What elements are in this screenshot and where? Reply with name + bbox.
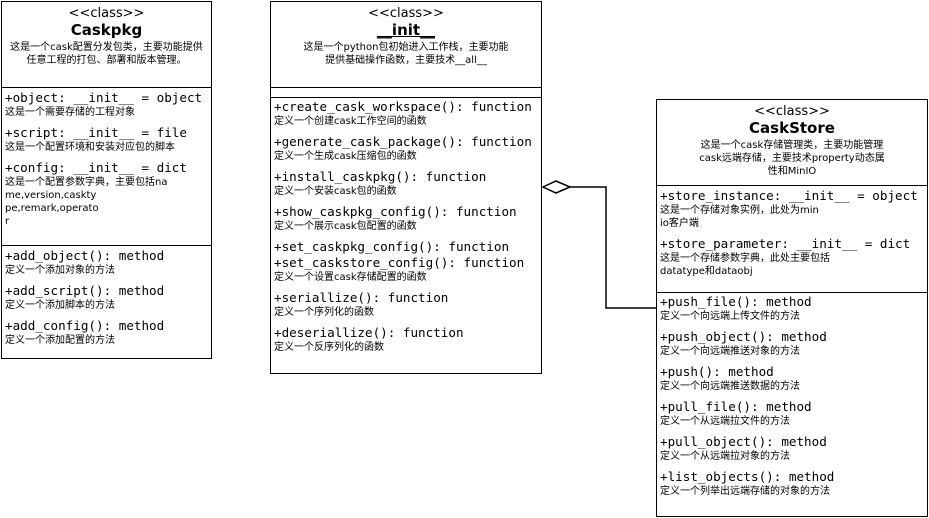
method-item[interactable]: +install_caskpkg(): function 定义一个安装cask包…	[274, 169, 538, 198]
method-description: 定义一个从远端拉对象的方法	[660, 451, 790, 462]
method-item[interactable]: +push_object(): method 定义一个向远端推送对象的方法	[660, 329, 924, 358]
attribute-description: 这是一个配置环境和安装对应包的脚本	[5, 142, 175, 153]
method-description: 定义一个创建cask工作空间的函数	[274, 116, 427, 127]
method-item[interactable]: +show_caskpkg_config(): function 定义一个展示c…	[274, 204, 538, 233]
method-item[interactable]: +push(): method 定义一个向远端推送数据的方法	[660, 364, 924, 393]
method-item[interactable]: +create_cask_workspace(): function 定义一个创…	[274, 99, 538, 128]
method-item[interactable]: +push_file(): method 定义一个向远端上传文件的方法	[660, 294, 924, 323]
method-description: 定义一个向远端推送数据的方法	[660, 381, 800, 392]
method-description: 定义一个添加配置的方法	[5, 335, 115, 346]
method-description: 定义一个列举出远端存储的对象的方法	[660, 486, 830, 497]
class-header: <<class>> Caskpkg 这是一个cask配置分发包类，主要功能提供任…	[2, 2, 211, 88]
attribute-item[interactable]: +script: __init__ = file 这是一个配置环境和安装对应包的…	[5, 125, 208, 154]
method-item[interactable]: +seriallize(): function 定义一个序列化的函数	[274, 290, 538, 319]
method-signature: +push(): method	[660, 364, 774, 379]
methods-section: +create_cask_workspace(): function 定义一个创…	[271, 97, 541, 354]
class-init[interactable]: <<class>> __init__ 这是一个python包初始进入工作栈，主要…	[270, 1, 542, 374]
method-description: 定义一个设置cask存储配置的函数	[274, 272, 427, 283]
methods-section: +add_object(): method 定义一个添加对象的方法 +add_s…	[2, 245, 211, 347]
connector-line	[570, 186, 656, 309]
class-header: <<class>> __init__ 这是一个python包初始进入工作栈，主要…	[271, 2, 541, 88]
attribute-item[interactable]: +object: __init__ = object 这是一个需要存储的工程对象	[5, 90, 208, 119]
class-description: 这是一个cask配置分发包类，主要功能提供任意工程的打包、部署和版本管理。	[10, 42, 203, 66]
attribute-item[interactable]: +store_parameter: __init__ = dict 这是一个存储…	[660, 236, 924, 278]
method-signature: +pull_object(): method	[660, 434, 827, 449]
class-caskpkg[interactable]: <<class>> Caskpkg 这是一个cask配置分发包类，主要功能提供任…	[1, 1, 212, 359]
method-description: 定义一个安装cask包的函数	[274, 186, 397, 197]
class-name: CaskStore	[749, 119, 835, 137]
class-name: __init__	[376, 21, 436, 39]
method-signature: +show_caskpkg_config(): function	[274, 204, 517, 219]
attribute-description: 这是一个配置参数字典，主要包括na me,version,caskty pe,r…	[5, 177, 168, 227]
method-item[interactable]: +deseriallize(): function 定义一个反序列化的函数	[274, 325, 538, 354]
method-signature: +push_object(): method	[660, 329, 827, 344]
attribute-signature: +store_parameter: __init__ = dict	[660, 236, 911, 251]
method-description: 定义一个添加对象的方法	[5, 265, 115, 276]
class-caskstore[interactable]: <<class>> CaskStore 这是一个cask存储管理类，主要功能管理…	[656, 99, 928, 517]
method-description: 定义一个展示cask包配置的函数	[274, 221, 417, 232]
stereotype-label: <<class>>	[68, 6, 145, 21]
attributes-section: +object: __init__ = object 这是一个需要存储的工程对象…	[2, 88, 211, 245]
method-description: 定义一个从远端拉文件的方法	[660, 416, 790, 427]
stereotype-label: <<class>>	[754, 104, 830, 119]
method-item[interactable]: +pull_file(): method 定义一个从远端拉文件的方法	[660, 399, 924, 428]
attribute-signature: +store_instance: __init__ = object	[660, 188, 918, 203]
methods-section: +push_file(): method 定义一个向远端上传文件的方法 +pus…	[657, 292, 927, 498]
method-description: 定义一个反序列化的函数	[274, 342, 384, 353]
method-signature: +generate_cask_package(): function	[274, 134, 532, 149]
stereotype-label: <<class>>	[368, 6, 444, 21]
attributes-section: +store_instance: __init__ = object 这是一个存…	[657, 186, 927, 292]
method-signature: +list_objects(): method	[660, 469, 835, 484]
method-description: 定义一个序列化的函数	[274, 307, 374, 318]
method-description: 定义一个生成cask压缩包的函数	[274, 151, 417, 162]
method-signature: +add_object(): method	[5, 248, 165, 263]
method-item[interactable]: +add_config(): method 定义一个添加配置的方法	[5, 318, 208, 347]
attribute-signature: +config: __init__ = dict	[5, 160, 187, 175]
method-item[interactable]: +pull_object(): method 定义一个从远端拉对象的方法	[660, 434, 924, 463]
class-name: Caskpkg	[70, 21, 143, 39]
attribute-item[interactable]: +config: __init__ = dict 这是一个配置参数字典，主要包括…	[5, 160, 208, 228]
aggregation-diamond-icon	[541, 180, 572, 194]
class-description: 这是一个cask存储管理类，主要功能管理cask远端存储，主要技术propert…	[699, 140, 885, 177]
class-header: <<class>> CaskStore 这是一个cask存储管理类，主要功能管理…	[657, 100, 927, 186]
attribute-description: 这是一个存储对象实例，此处为min io客户端	[660, 205, 819, 229]
method-description: 定义一个向远端上传文件的方法	[660, 311, 800, 322]
method-signature: +deseriallize(): function	[274, 325, 464, 340]
attribute-description: 这是一个存储参数字典，此处主要包括 datatype和dataobj	[660, 253, 830, 277]
method-signature: +create_cask_workspace(): function	[274, 99, 532, 114]
method-description: 定义一个添加脚本的方法	[5, 300, 115, 311]
attribute-signature: +script: __init__ = file	[5, 125, 187, 140]
method-item[interactable]: +list_objects(): method 定义一个列举出远端存储的对象的方…	[660, 469, 924, 498]
method-signature: +pull_file(): method	[660, 399, 812, 414]
method-signature: +add_script(): method	[5, 283, 165, 298]
method-description: 定义一个向远端推送对象的方法	[660, 346, 800, 357]
attribute-description: 这是一个需要存储的工程对象	[5, 107, 135, 118]
method-signature: +set_caskpkg_config(): function +set_cas…	[274, 239, 525, 270]
method-signature: +add_config(): method	[5, 318, 165, 333]
method-signature: +install_caskpkg(): function	[274, 169, 487, 184]
method-item[interactable]: +set_caskpkg_config(): function +set_cas…	[274, 239, 538, 284]
method-item[interactable]: +generate_cask_package(): function 定义一个生…	[274, 134, 538, 163]
attribute-signature: +object: __init__ = object	[5, 90, 203, 105]
class-description: 这是一个python包初始进入工作栈，主要功能提供基础操作函数，主要技术__al…	[303, 42, 509, 66]
method-signature: +push_file(): method	[660, 294, 812, 309]
method-item[interactable]: +add_script(): method 定义一个添加脚本的方法	[5, 283, 208, 312]
method-item[interactable]: +add_object(): method 定义一个添加对象的方法	[5, 248, 208, 277]
attribute-item[interactable]: +store_instance: __init__ = object 这是一个存…	[660, 188, 924, 230]
method-signature: +seriallize(): function	[274, 290, 449, 305]
